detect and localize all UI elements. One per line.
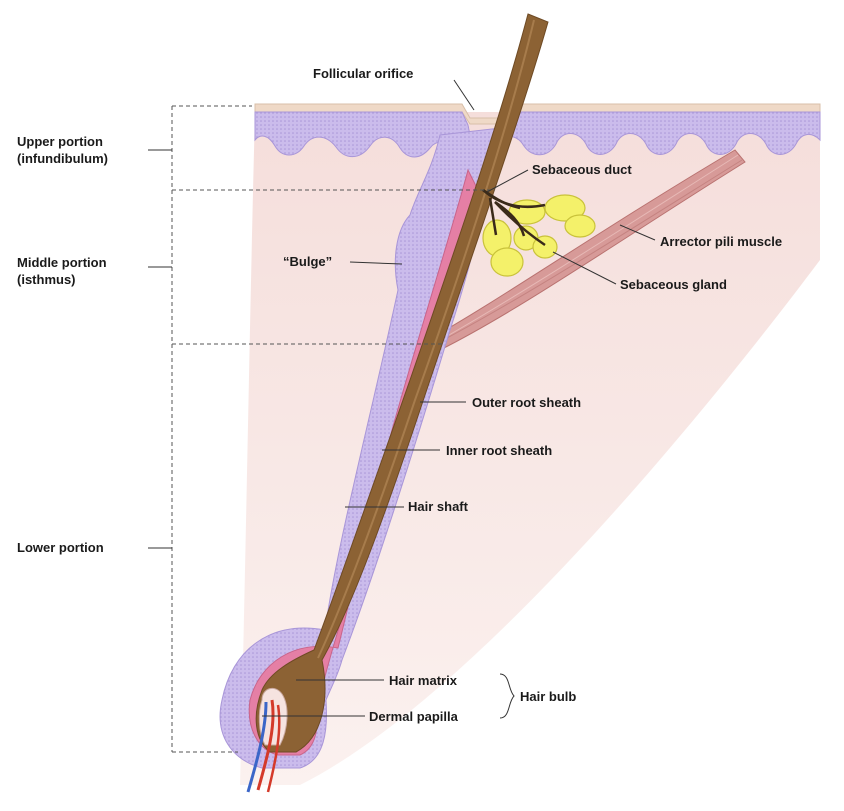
label-upper-portion: Upper portion [17,134,103,149]
epidermis-right [500,112,820,155]
label-middle-portion-sub: (isthmus) [17,272,76,287]
label-hair-bulb: Hair bulb [520,689,576,704]
label-bulge: “Bulge” [283,254,332,269]
label-dermal-papilla: Dermal papilla [369,709,459,724]
label-middle-portion: Middle portion [17,255,107,270]
label-follicular-orifice: Follicular orifice [313,66,413,81]
label-inner-root-sheath: Inner root sheath [446,443,552,458]
label-hair-matrix: Hair matrix [389,673,458,688]
label-arrector-pili-muscle: Arrector pili muscle [660,234,782,249]
label-upper-portion-sub: (infundibulum) [17,151,108,166]
label-outer-root-sheath: Outer root sheath [472,395,581,410]
label-hair-shaft: Hair shaft [408,499,469,514]
label-sebaceous-duct: Sebaceous duct [532,162,632,177]
label-lower-portion: Lower portion [17,540,104,555]
label-sebaceous-gland: Sebaceous gland [620,277,727,292]
